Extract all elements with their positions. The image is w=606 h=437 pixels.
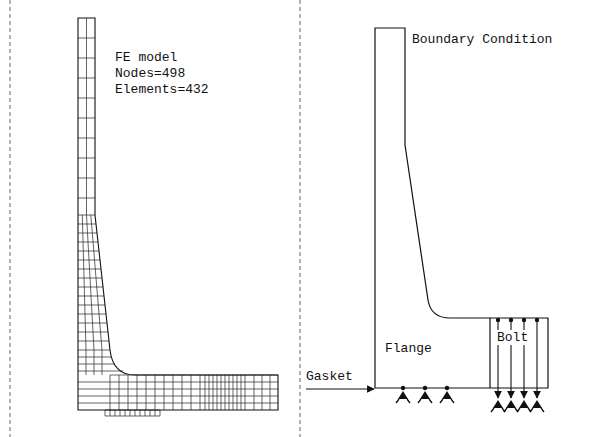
support-symbol	[532, 400, 542, 408]
support-feet	[530, 408, 544, 412]
annotation-label: Nodes=498	[115, 66, 185, 81]
divider-line	[10, 0, 11, 437]
support-feet	[491, 408, 505, 412]
support-symbol	[519, 400, 529, 408]
support-symbol	[398, 391, 408, 399]
boundary-symbols	[396, 318, 544, 412]
bolt-load-arrow	[536, 321, 537, 398]
support-symbol	[493, 400, 503, 408]
support-feet	[517, 408, 531, 412]
support-feet	[418, 399, 432, 403]
node-dot	[445, 386, 449, 390]
support-feet	[396, 399, 410, 403]
mesh-outline	[78, 18, 278, 410]
node-dot	[423, 386, 427, 390]
support-symbol	[420, 391, 430, 399]
fe-mesh	[78, 18, 278, 416]
annotation-label: Gasket	[306, 369, 353, 384]
node-dot	[401, 386, 405, 390]
annotation-label: FE model	[115, 50, 177, 65]
flange-outline	[375, 28, 548, 388]
annotation-label: Boundary Condition	[412, 32, 552, 47]
annotation-label: Elements=432	[115, 82, 209, 97]
annotation-label: Flange	[385, 341, 432, 356]
annotation-label: Bolt	[496, 330, 529, 345]
support-symbol	[506, 400, 516, 408]
leader-arrow	[306, 388, 374, 389]
support-symbol	[442, 391, 452, 399]
support-feet	[440, 399, 454, 403]
support-feet	[504, 408, 518, 412]
bolt-divider	[489, 318, 490, 388]
divider-line	[300, 0, 301, 437]
